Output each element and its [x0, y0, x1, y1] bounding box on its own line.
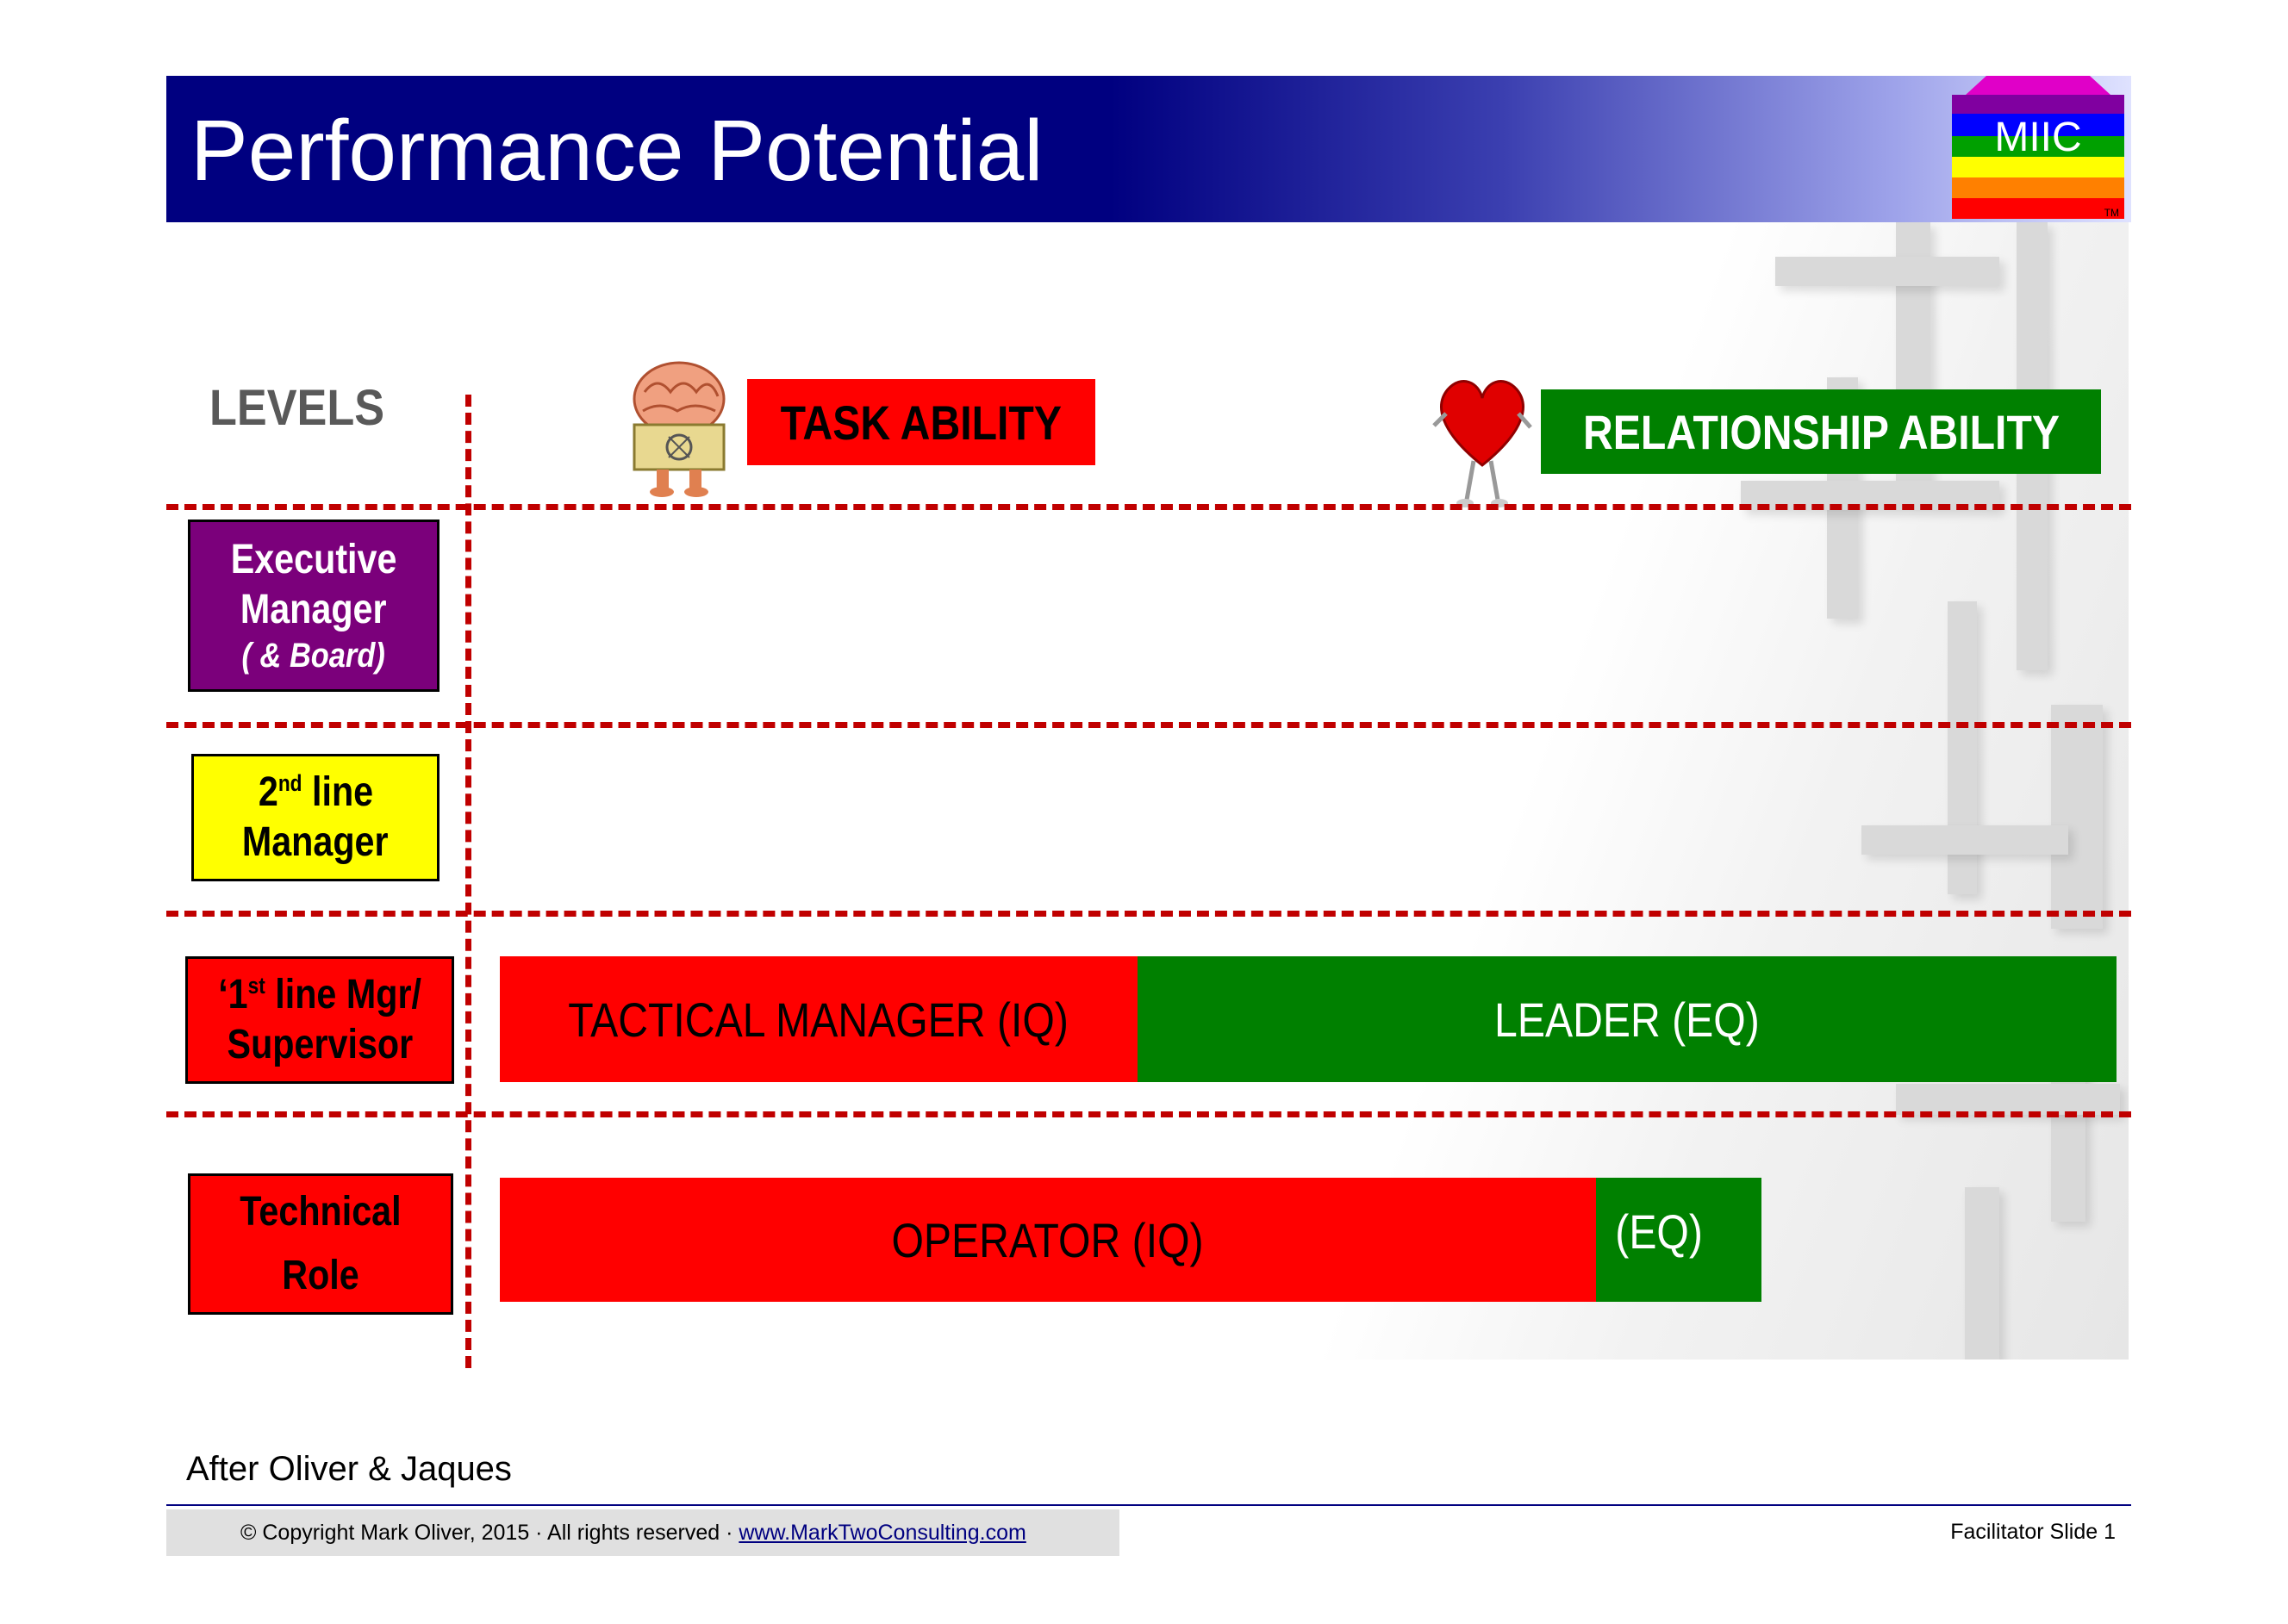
website-link[interactable]: www.MarkTwoConsulting.com: [739, 1520, 1026, 1545]
leader-bar: LEADER (EQ): [1138, 956, 2117, 1082]
logo-text: MIIC: [1994, 115, 2082, 160]
brain-icon: [633, 361, 726, 497]
level-technical-role: Technical Role: [188, 1173, 453, 1315]
logo-roof: [1966, 76, 2110, 95]
level-second-rest: line: [302, 769, 373, 816]
level-first-sup: st: [247, 973, 265, 999]
logo-band-blue: [1952, 114, 2124, 136]
miic-logo: MIIC TM: [1952, 76, 2124, 221]
slide-label: Facilitator Slide 1: [1950, 1520, 2116, 1544]
operator-bar: OPERATOR (IQ): [500, 1178, 1596, 1302]
logo-band-orange: [1952, 177, 2124, 198]
logo-band-purple: [1952, 95, 2124, 114]
logo-band-yellow: [1952, 157, 2124, 177]
divider-line-first: [166, 1111, 2131, 1117]
divider-line-top: [166, 504, 2131, 510]
level-technical-line1: Technical: [240, 1188, 402, 1235]
logo-trademark: TM: [2104, 207, 2119, 219]
level-executive-line2: Manager: [240, 587, 387, 632]
page-title: Performance Potential: [190, 103, 1044, 199]
footer-copyright: © Copyright Mark Oliver, 2015 · All righ…: [166, 1509, 1119, 1556]
level-second-line2: Manager: [242, 819, 389, 865]
level-executive-manager: Executive Manager ( & Board): [188, 520, 440, 692]
level-second-num: 2: [258, 769, 278, 816]
level-first-rest: line Mgr/: [265, 972, 421, 1018]
level-first-line-supervisor: ‘1st line Mgr/ Supervisor: [185, 956, 454, 1084]
operator-text: OPERATOR (IQ): [891, 1212, 1205, 1267]
level-second-sup: nd: [277, 770, 302, 797]
task-ability-label: TASK ABILITY: [747, 379, 1095, 465]
logo-band-green: [1952, 136, 2124, 157]
footer-divider: [166, 1504, 2131, 1506]
level-executive-line3: ( & Board): [241, 636, 386, 675]
level-second-line-manager: 2nd line Manager: [191, 754, 440, 881]
levels-heading: LEVELS: [209, 380, 385, 436]
source-credit: After Oliver & Jaques: [186, 1450, 512, 1488]
level-first-line1: ‘1st line Mgr/: [218, 970, 421, 1020]
level-second-line1: 2nd line: [258, 768, 372, 818]
level-first-line2: Supervisor: [227, 1022, 413, 1067]
title-banner: Performance Potential: [166, 76, 2131, 222]
relationship-ability-label: RELATIONSHIP ABILITY: [1541, 389, 2101, 474]
operator-eq-text: (EQ): [1615, 1204, 1703, 1259]
heart-icon: [1432, 380, 1532, 507]
levels-divider-line: [465, 395, 471, 1368]
level-technical-line2: Role: [282, 1253, 359, 1298]
level-executive-line1: Executive: [230, 537, 397, 583]
tactical-manager-bar: TACTICAL MANAGER (IQ): [500, 956, 1138, 1082]
operator-eq-bar: (EQ): [1596, 1178, 1761, 1302]
task-ability-text: TASK ABILITY: [780, 395, 1063, 450]
divider-line-exec: [166, 722, 2131, 728]
relationship-ability-text: RELATIONSHIP ABILITY: [1582, 404, 2060, 459]
level-first-pre: ‘1: [218, 972, 248, 1018]
copyright-text: © Copyright Mark Oliver, 2015 · All righ…: [240, 1520, 739, 1545]
tactical-manager-text: TACTICAL MANAGER (IQ): [568, 992, 1069, 1047]
leader-text: LEADER (EQ): [1494, 992, 1760, 1047]
divider-line-second: [166, 911, 2131, 917]
logo-band-red: [1952, 198, 2124, 219]
